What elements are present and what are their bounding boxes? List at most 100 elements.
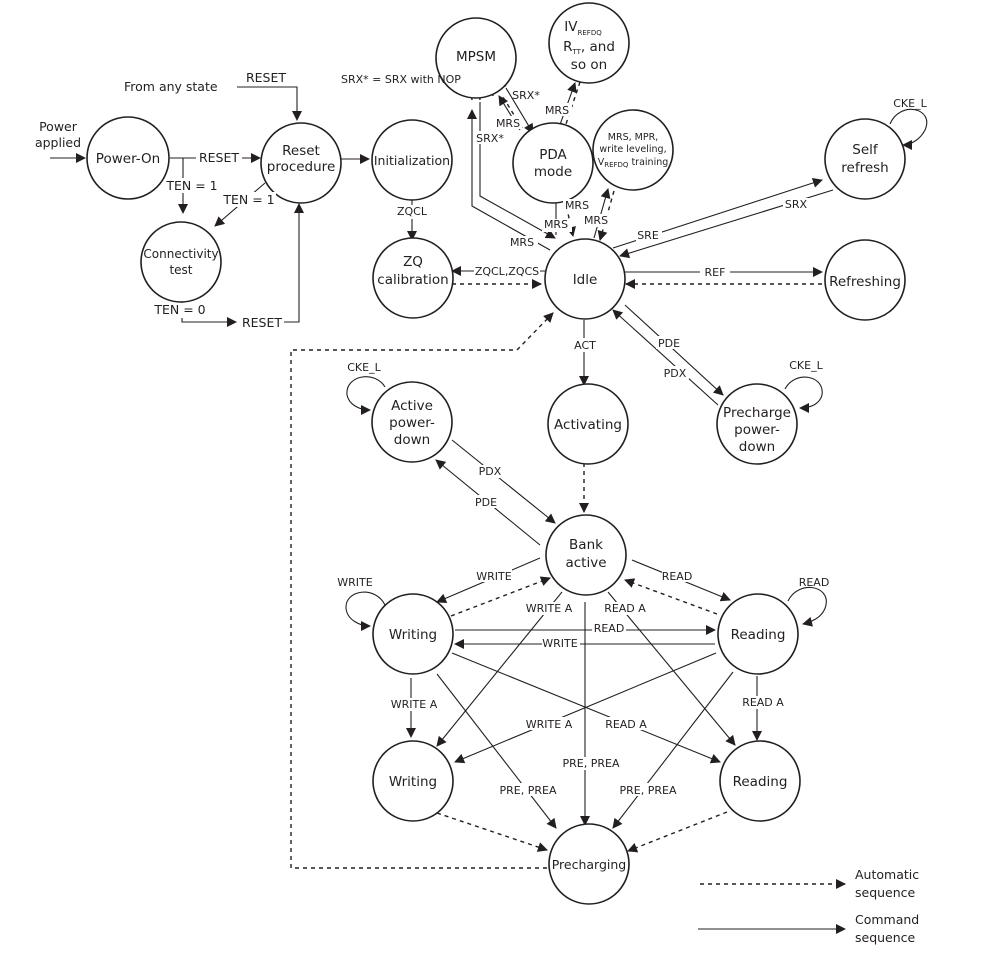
- state-mpsm: MPSM: [435, 17, 517, 99]
- state-label: Reading: [733, 774, 788, 790]
- edge-label: WRITE A: [526, 602, 573, 615]
- edge-idle-ppd: [624, 304, 724, 396]
- edge-reading-writinga: [454, 652, 717, 764]
- edge-writinga-precharging: [436, 812, 548, 852]
- edge-label: READ A: [742, 696, 784, 709]
- edge-connectivity-reset-b: [284, 203, 304, 323]
- state-label-sub: TT: [571, 48, 581, 56]
- edge-label: CKE_L: [347, 361, 381, 374]
- edge-label: ZQCL: [397, 205, 428, 218]
- edge-label: PRE, PREA: [500, 784, 557, 797]
- command-edges: [50, 82, 928, 829]
- edge-label: READ: [594, 622, 625, 635]
- edge-label: CKE_L: [893, 97, 927, 110]
- state-label: Precharging: [552, 857, 627, 872]
- state-label: Writing: [389, 627, 437, 643]
- edge-label: READ A: [605, 718, 647, 731]
- state-active-power-down: Active power- down: [371, 381, 453, 463]
- state-label: training: [628, 157, 668, 168]
- legend-command-label: sequence: [855, 930, 916, 945]
- edge-label: SRX*: [512, 89, 540, 102]
- transition-labels: RESET RESET TEN = 1 TEN = 1 TEN = 0 RESE…: [150, 70, 928, 797]
- state-label: MRS, MPR,: [608, 132, 658, 143]
- state-label: V: [598, 157, 605, 168]
- state-precharge-power-down: Precharge power- down: [716, 383, 798, 465]
- edge-label: MRS: [545, 104, 569, 117]
- state-iv-rtt: IVREFDQ RTT, and so on: [548, 2, 630, 84]
- state-label: Refreshing: [829, 274, 901, 290]
- state-writing-autoprecharge: Writing: [372, 740, 454, 822]
- edge-writing-loop: [345, 591, 386, 631]
- edge-label: WRITE: [337, 576, 372, 589]
- state-label: Reset: [282, 143, 320, 159]
- state-label: so on: [571, 57, 607, 73]
- edge-mpsm-pda: [505, 87, 534, 134]
- edge-label: RESET: [242, 315, 282, 330]
- state-writing: Writing: [372, 593, 454, 675]
- state-label: down: [739, 439, 775, 455]
- svg-text:VREFDQ training: VREFDQ training: [598, 157, 669, 169]
- edge-label: MRS: [565, 199, 589, 212]
- state-label: PDA: [539, 147, 567, 163]
- svg-text:RTT, and: RTT, and: [563, 39, 615, 56]
- state-label: refresh: [841, 160, 888, 176]
- state-activating: Activating: [547, 383, 629, 465]
- edge-reading-loop: [787, 586, 827, 627]
- svg-text:IVREFDQ: IVREFDQ: [564, 19, 602, 37]
- state-label: Writing: [389, 774, 437, 790]
- state-label: , and: [581, 39, 615, 55]
- state-pda-mode: PDA mode: [512, 122, 594, 204]
- state-power-on: Power-On: [86, 116, 170, 200]
- state-reset-procedure: Reset procedure: [260, 122, 342, 204]
- edge-anystate-reset: [237, 86, 302, 121]
- edge-apd-loop: [346, 376, 386, 415]
- state-bank-active: Bank active: [545, 514, 627, 596]
- state-label: Initialization: [374, 153, 450, 168]
- edge-label: PDX: [479, 465, 502, 478]
- state-label: Reading: [731, 627, 786, 643]
- edge-label: READ A: [604, 602, 646, 615]
- legend-command-label: Command: [855, 912, 919, 927]
- state-label: Self: [852, 142, 879, 158]
- state-label: IV: [564, 19, 578, 35]
- edge-label: PRE, PREA: [563, 757, 620, 770]
- state-label: power-: [389, 415, 435, 431]
- edge-label: PDE: [475, 496, 497, 509]
- edge-label: READ: [662, 570, 693, 583]
- srx-note: SRX* = SRX with NOP: [341, 73, 461, 86]
- edge-label: SRE: [637, 229, 659, 242]
- state-label: ZQ: [403, 254, 423, 270]
- state-label: mode: [534, 164, 572, 180]
- edge-label: TEN = 1: [165, 178, 217, 193]
- edge-reading-bank: [624, 578, 718, 615]
- state-refreshing: Refreshing: [824, 239, 906, 321]
- legend-automatic-label: Automatic: [855, 867, 919, 882]
- state-label: calibration: [377, 272, 448, 288]
- edge-label: MRS: [584, 214, 608, 227]
- edge-label: RESET: [199, 150, 239, 165]
- state-self-refresh: Self refresh: [824, 118, 906, 200]
- state-label: down: [394, 432, 430, 448]
- edge-label: PDX: [664, 367, 687, 380]
- state-label: Connectivity: [143, 247, 218, 261]
- edge-label: MRS: [544, 218, 568, 231]
- state-label: R: [563, 39, 572, 55]
- edge-label: TEN = 0: [153, 302, 205, 317]
- edge-label: ZQCL,ZQCS: [475, 265, 539, 278]
- state-initialization: Initialization: [371, 119, 453, 201]
- state-label-sub: REFDQ: [578, 29, 603, 37]
- edge-label: WRITE A: [526, 718, 573, 731]
- edge-label: PDE: [658, 337, 680, 350]
- legend: Automatic sequence Command sequence: [698, 867, 919, 945]
- edge-pda-mpsm-dash: [502, 96, 523, 129]
- state-connectivity-test: Connectivity test: [140, 221, 222, 303]
- state-label: Active: [391, 398, 433, 414]
- state-idle: Idle: [544, 238, 626, 320]
- edge-label: READ: [799, 576, 830, 589]
- edge-label: MRS: [496, 117, 520, 130]
- edge-label: RESET: [246, 70, 286, 85]
- state-label: Power-On: [96, 151, 160, 167]
- state-label: MPSM: [456, 49, 496, 65]
- state-label: Bank: [569, 537, 603, 553]
